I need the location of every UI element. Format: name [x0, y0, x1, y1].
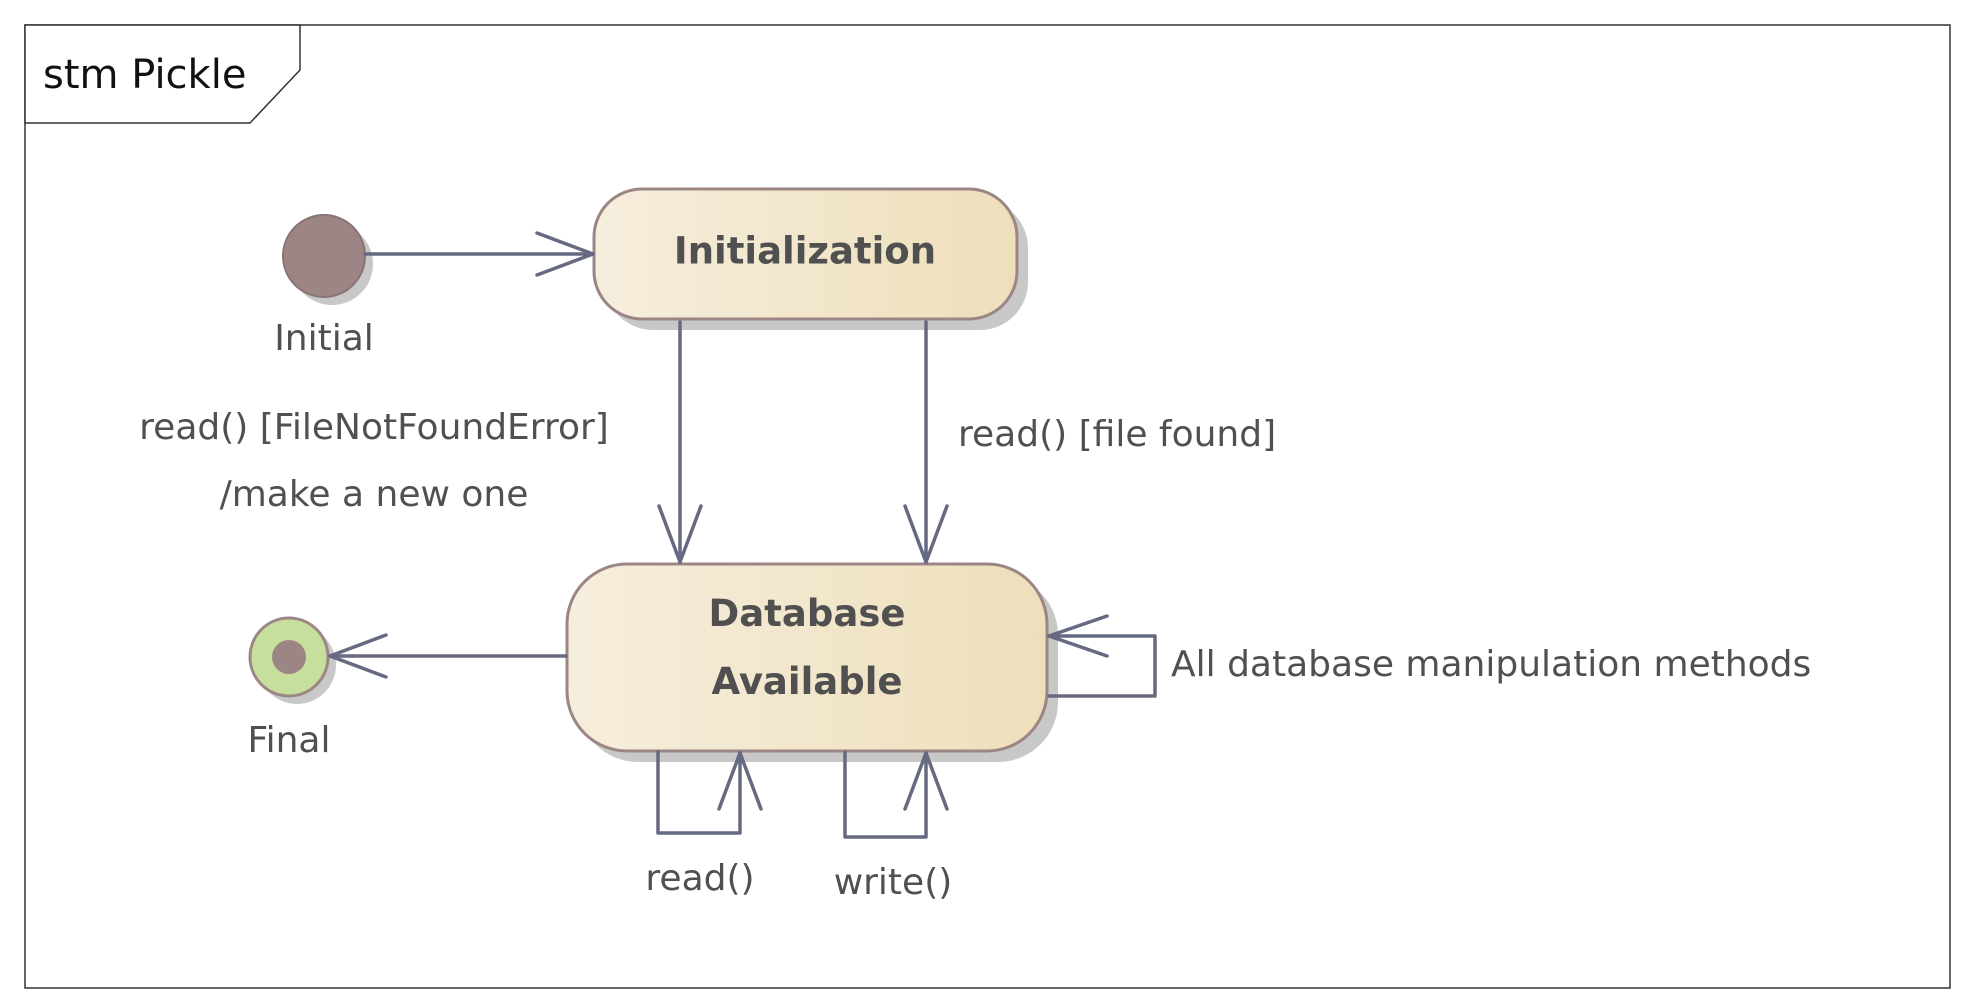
transition-to-final[interactable]: [328, 633, 568, 679]
transition-initial-to-initialization[interactable]: [363, 231, 595, 277]
label-not-found-line1: read() [FileNotFoundError]: [139, 407, 609, 448]
transition-self-write[interactable]: [843, 750, 949, 839]
database-available-label-line2: Available: [712, 660, 903, 703]
initialization-label: Initialization: [674, 230, 936, 273]
label-found: read() [file found]: [958, 414, 1276, 455]
database-available-state[interactable]: [565, 562, 1049, 753]
initial-node[interactable]: [282, 214, 366, 298]
transition-self-read[interactable]: [656, 750, 763, 835]
transition-not-found[interactable]: [657, 320, 703, 564]
label-self-read: read(): [645, 858, 754, 899]
label-self-write: write(): [834, 862, 953, 903]
final-label: Final: [248, 720, 331, 761]
transition-self-methods[interactable]: [1047, 614, 1157, 698]
frame-title: stm Pickle: [43, 52, 246, 98]
label-self-methods: All database manipulation methods: [1171, 644, 1811, 685]
label-not-found-line2: /make a new one: [220, 474, 529, 515]
final-node-core: [272, 640, 306, 674]
initial-label: Initial: [274, 318, 374, 359]
frame-title-tab: [24, 24, 301, 124]
transition-found[interactable]: [903, 320, 949, 564]
database-available-label-line1: Database: [709, 592, 906, 635]
diagram-frame: [24, 24, 1951, 989]
